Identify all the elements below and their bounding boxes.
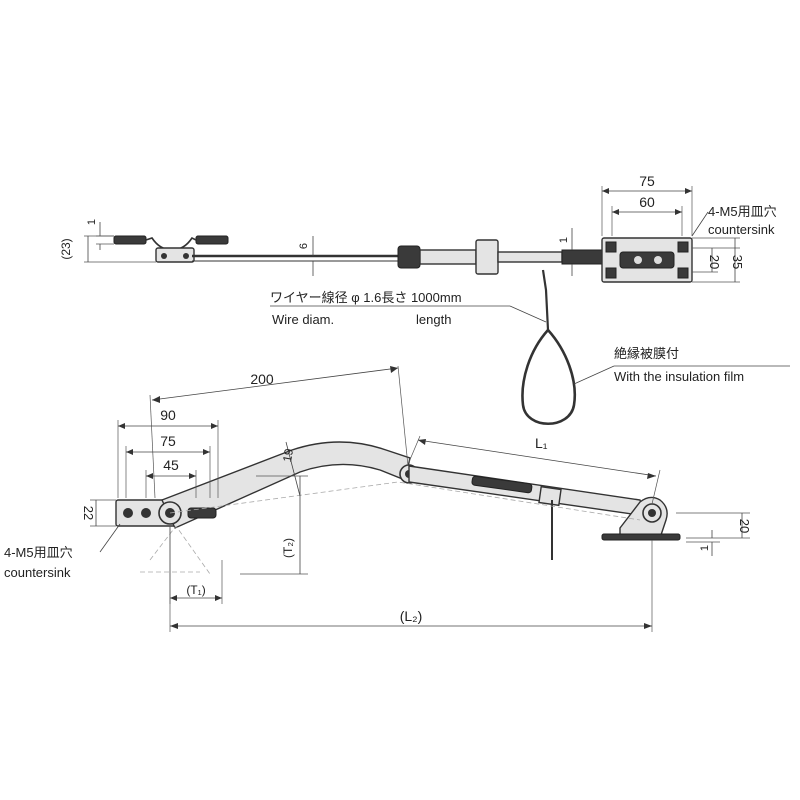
- top-screw-note-en: countersink: [708, 222, 775, 237]
- side-dim-22: 22: [81, 506, 96, 520]
- top-dim-75: 75: [639, 173, 655, 189]
- right-latch-plate: [601, 237, 693, 283]
- side-dim-L1: L₁: [535, 435, 548, 451]
- film-note-en: With the insulation film: [614, 369, 744, 384]
- film-note-jp: 絶縁被膜付: [614, 346, 679, 361]
- top-screw-note-jp: 4-M5用皿穴: [708, 204, 777, 219]
- link-arm: [408, 465, 648, 560]
- side-dim-20: 20: [737, 519, 752, 533]
- side-dim-200: 200: [250, 371, 274, 387]
- right-bracket: [601, 496, 681, 541]
- side-view: 200 90 75 45 22 19 L₁: [4, 365, 752, 632]
- top-dim-23: (23): [59, 238, 73, 259]
- top-dim-35: 35: [730, 255, 745, 269]
- top-dim-1-mid: 1: [558, 237, 570, 243]
- side-dim-45: 45: [163, 457, 179, 473]
- side-dim-T1: (T₁): [186, 583, 205, 597]
- wire-note-en-1: Wire diam.: [272, 312, 334, 327]
- side-screw-note-en: countersink: [4, 565, 71, 580]
- top-dim-60: 60: [639, 194, 655, 210]
- wire-note-jp: ワイヤー線径 φ 1.6長さ 1000mm: [270, 290, 462, 305]
- top-dim-6: 6: [298, 243, 310, 249]
- spring-sleeve: [397, 239, 603, 275]
- side-dim-90: 90: [160, 407, 176, 423]
- top-dim-20: 20: [707, 255, 722, 269]
- wire-note-en-2: length: [416, 312, 451, 327]
- wire-loop: [521, 269, 577, 426]
- side-dim-1: 1: [699, 545, 711, 551]
- side-dim-75: 75: [160, 433, 176, 449]
- side-screw-note-jp: 4-M5用皿穴: [4, 545, 73, 560]
- side-dim-T2: (T₂): [281, 538, 295, 558]
- side-dim-19: 19: [280, 447, 296, 463]
- left-bracket: [113, 235, 229, 263]
- top-dim-1-left: 1: [86, 219, 98, 225]
- top-view: 75 60 20 35 (23) 1 6 1: [59, 173, 790, 426]
- side-dim-L2: (L₂): [400, 608, 423, 624]
